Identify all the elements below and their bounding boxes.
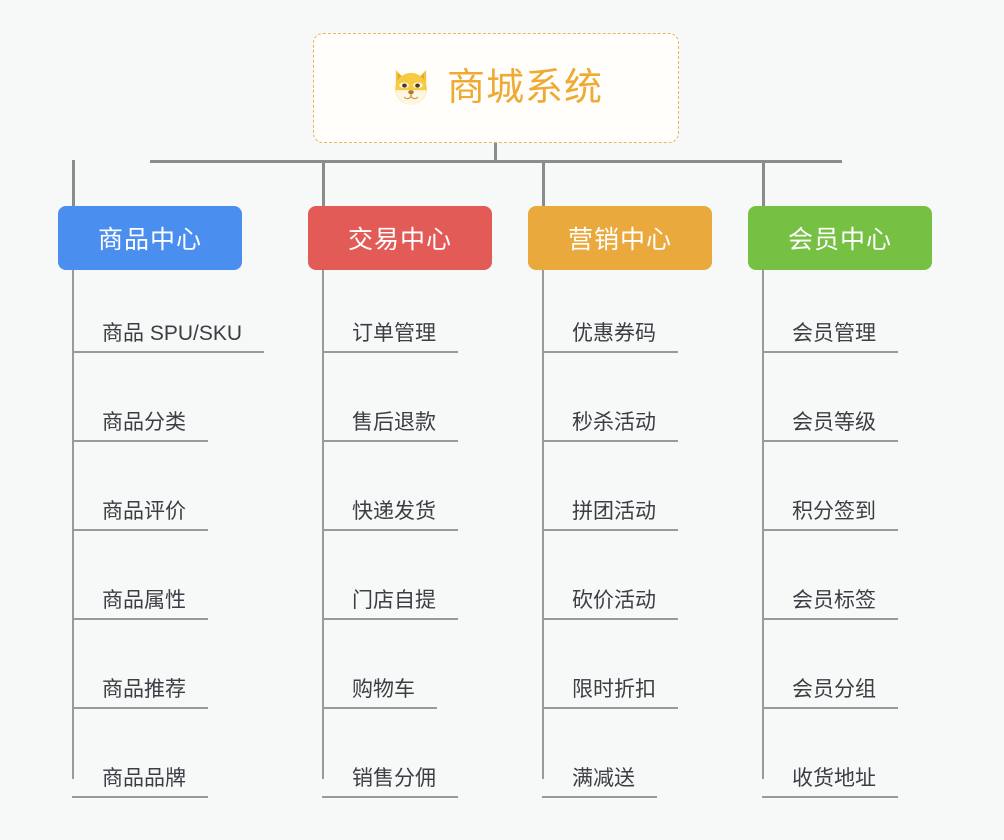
leaf-item[interactable]: 商品属性 — [72, 537, 264, 626]
leaf-item[interactable]: 销售分佣 — [322, 715, 458, 804]
leaf-item-label: 收货地址 — [762, 767, 898, 798]
leaf-list-1: 商品 SPU/SKU 商品分类商品评价商品属性商品推荐商品品牌 — [72, 270, 265, 804]
leaf-item-label: 积分签到 — [762, 500, 898, 531]
leaf-item-label: 会员标签 — [762, 589, 898, 620]
branch-drop-line-1 — [72, 160, 75, 208]
leaf-item-label: 优惠券码 — [542, 322, 678, 353]
branch-trunk-line-3 — [542, 270, 544, 779]
leaf-item[interactable]: 优惠券码 — [542, 270, 678, 359]
leaf-item[interactable]: 会员标签 — [762, 537, 898, 626]
leaf-item[interactable]: 商品推荐 — [72, 626, 264, 715]
branch-drop-line-3 — [542, 160, 545, 208]
branch-drop-line-4 — [762, 160, 765, 208]
category-label: 会员中心 — [787, 226, 892, 254]
leaf-item-label: 购物车 — [322, 678, 437, 709]
leaf-list-2: 订单管理售后退款快递发货门店自提购物车销售分佣 — [322, 270, 458, 804]
leaf-list-3: 优惠券码秒杀活动拼团活动砍价活动限时折扣满减送 — [542, 270, 678, 804]
leaf-item[interactable]: 商品分类 — [72, 359, 264, 448]
leaf-item-label: 商品推荐 — [72, 678, 208, 709]
leaf-item[interactable]: 限时折扣 — [542, 626, 678, 715]
leaf-item-label: 售后退款 — [322, 411, 458, 442]
root-stem-line — [494, 143, 497, 162]
leaf-item[interactable]: 会员分组 — [762, 626, 898, 715]
category-box-3[interactable]: 营销中心 — [528, 206, 712, 270]
branch-bus-line — [150, 160, 842, 163]
leaf-item[interactable]: 购物车 — [322, 626, 458, 715]
category-label: 营销中心 — [567, 226, 672, 254]
category-box-2[interactable]: 交易中心 — [308, 206, 492, 270]
root-title: 商城系统 — [446, 67, 603, 109]
leaf-item[interactable]: 会员等级 — [762, 359, 898, 448]
branch-drop-line-2 — [322, 160, 325, 208]
leaf-item[interactable]: 收货地址 — [762, 715, 898, 804]
leaf-item[interactable]: 快递发货 — [322, 448, 458, 537]
leaf-item[interactable]: 售后退款 — [322, 359, 458, 448]
branch-column-1: 商品中心 — [58, 206, 242, 270]
leaf-item[interactable]: 商品评价 — [72, 448, 264, 537]
branch-column-3: 营销中心 — [528, 206, 712, 270]
category-box-1[interactable]: 商品中心 — [58, 206, 242, 270]
leaf-item[interactable]: 商品品牌 — [72, 715, 264, 804]
leaf-item[interactable]: 商品 SPU/SKU — [72, 270, 265, 359]
leaf-item-label: 商品分类 — [72, 411, 208, 442]
branch-trunk-line-2 — [322, 270, 324, 779]
category-label: 商品中心 — [97, 226, 202, 254]
leaf-item-label: 商品评价 — [72, 500, 208, 531]
leaf-item-label: 商品 SPU/SKU — [72, 322, 265, 353]
leaf-item[interactable]: 订单管理 — [322, 270, 458, 359]
leaf-item-label: 商品属性 — [72, 589, 208, 620]
category-label: 交易中心 — [347, 226, 452, 254]
leaf-item[interactable]: 会员管理 — [762, 270, 898, 359]
leaf-item[interactable]: 拼团活动 — [542, 448, 678, 537]
leaf-item[interactable]: 秒杀活动 — [542, 359, 678, 448]
leaf-item-label: 砍价活动 — [542, 589, 678, 620]
leaf-item-label: 会员管理 — [762, 322, 898, 353]
branch-column-2: 交易中心 — [308, 206, 492, 270]
leaf-list-4: 会员管理会员等级积分签到会员标签会员分组收货地址 — [762, 270, 898, 804]
leaf-item[interactable]: 门店自提 — [322, 537, 458, 626]
leaf-item-label: 快递发货 — [322, 500, 458, 531]
leaf-item-label: 限时折扣 — [542, 678, 678, 709]
leaf-item-label: 订单管理 — [322, 322, 458, 353]
leaf-item-label: 会员分组 — [762, 678, 898, 709]
leaf-item[interactable]: 砍价活动 — [542, 537, 678, 626]
leaf-item-label: 销售分佣 — [322, 767, 458, 798]
leaf-item-label: 秒杀活动 — [542, 411, 678, 442]
dog-face-icon — [389, 66, 433, 110]
leaf-item-label: 满减送 — [542, 767, 657, 798]
leaf-item-label: 商品品牌 — [72, 767, 208, 798]
leaf-item[interactable]: 积分签到 — [762, 448, 898, 537]
leaf-item-label: 门店自提 — [322, 589, 458, 620]
category-box-4[interactable]: 会员中心 — [748, 206, 932, 270]
leaf-item-label: 拼团活动 — [542, 500, 678, 531]
leaf-item-label: 会员等级 — [762, 411, 898, 442]
leaf-item[interactable]: 满减送 — [542, 715, 678, 804]
root-node[interactable]: 商城系统 — [313, 33, 679, 143]
branch-column-4: 会员中心 — [748, 206, 932, 270]
branch-trunk-line-1 — [72, 270, 74, 779]
branch-trunk-line-4 — [762, 270, 764, 779]
